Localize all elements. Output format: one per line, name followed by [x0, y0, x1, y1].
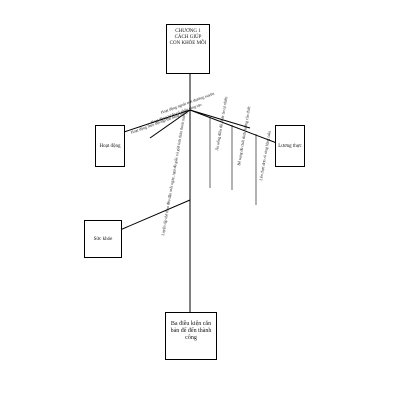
node-goal: Ba điều kiện căn bản để đến thành công — [165, 312, 217, 360]
node-luong-thuc: Lương thực — [275, 125, 305, 167]
branch-line-left-mid — [149, 109, 191, 139]
node-hoat-dong-label: Hoạt động — [99, 144, 121, 149]
branch-line-right — [189, 109, 283, 146]
branch-line-lower — [119, 199, 191, 231]
branch-line-left — [117, 109, 191, 135]
node-hoat-dong: Hoạt động — [95, 125, 125, 167]
node-suc-khoe: Sức khỏe — [84, 220, 122, 258]
node-goal-label: Ba điều kiện căn bản để đến thành công — [170, 321, 212, 341]
node-luong-thuc-label: Lương thực — [278, 144, 302, 149]
title-box: CHƯƠNG 1 CÁCH GIÚP CON KHỎE MỖI — [166, 24, 210, 74]
node-suc-khoe-label: Sức khỏe — [93, 237, 113, 242]
title-text: CHƯƠNG 1 CÁCH GIÚP CON KHỎE MỖI — [169, 29, 207, 46]
branch-line-right-mid — [189, 109, 251, 129]
